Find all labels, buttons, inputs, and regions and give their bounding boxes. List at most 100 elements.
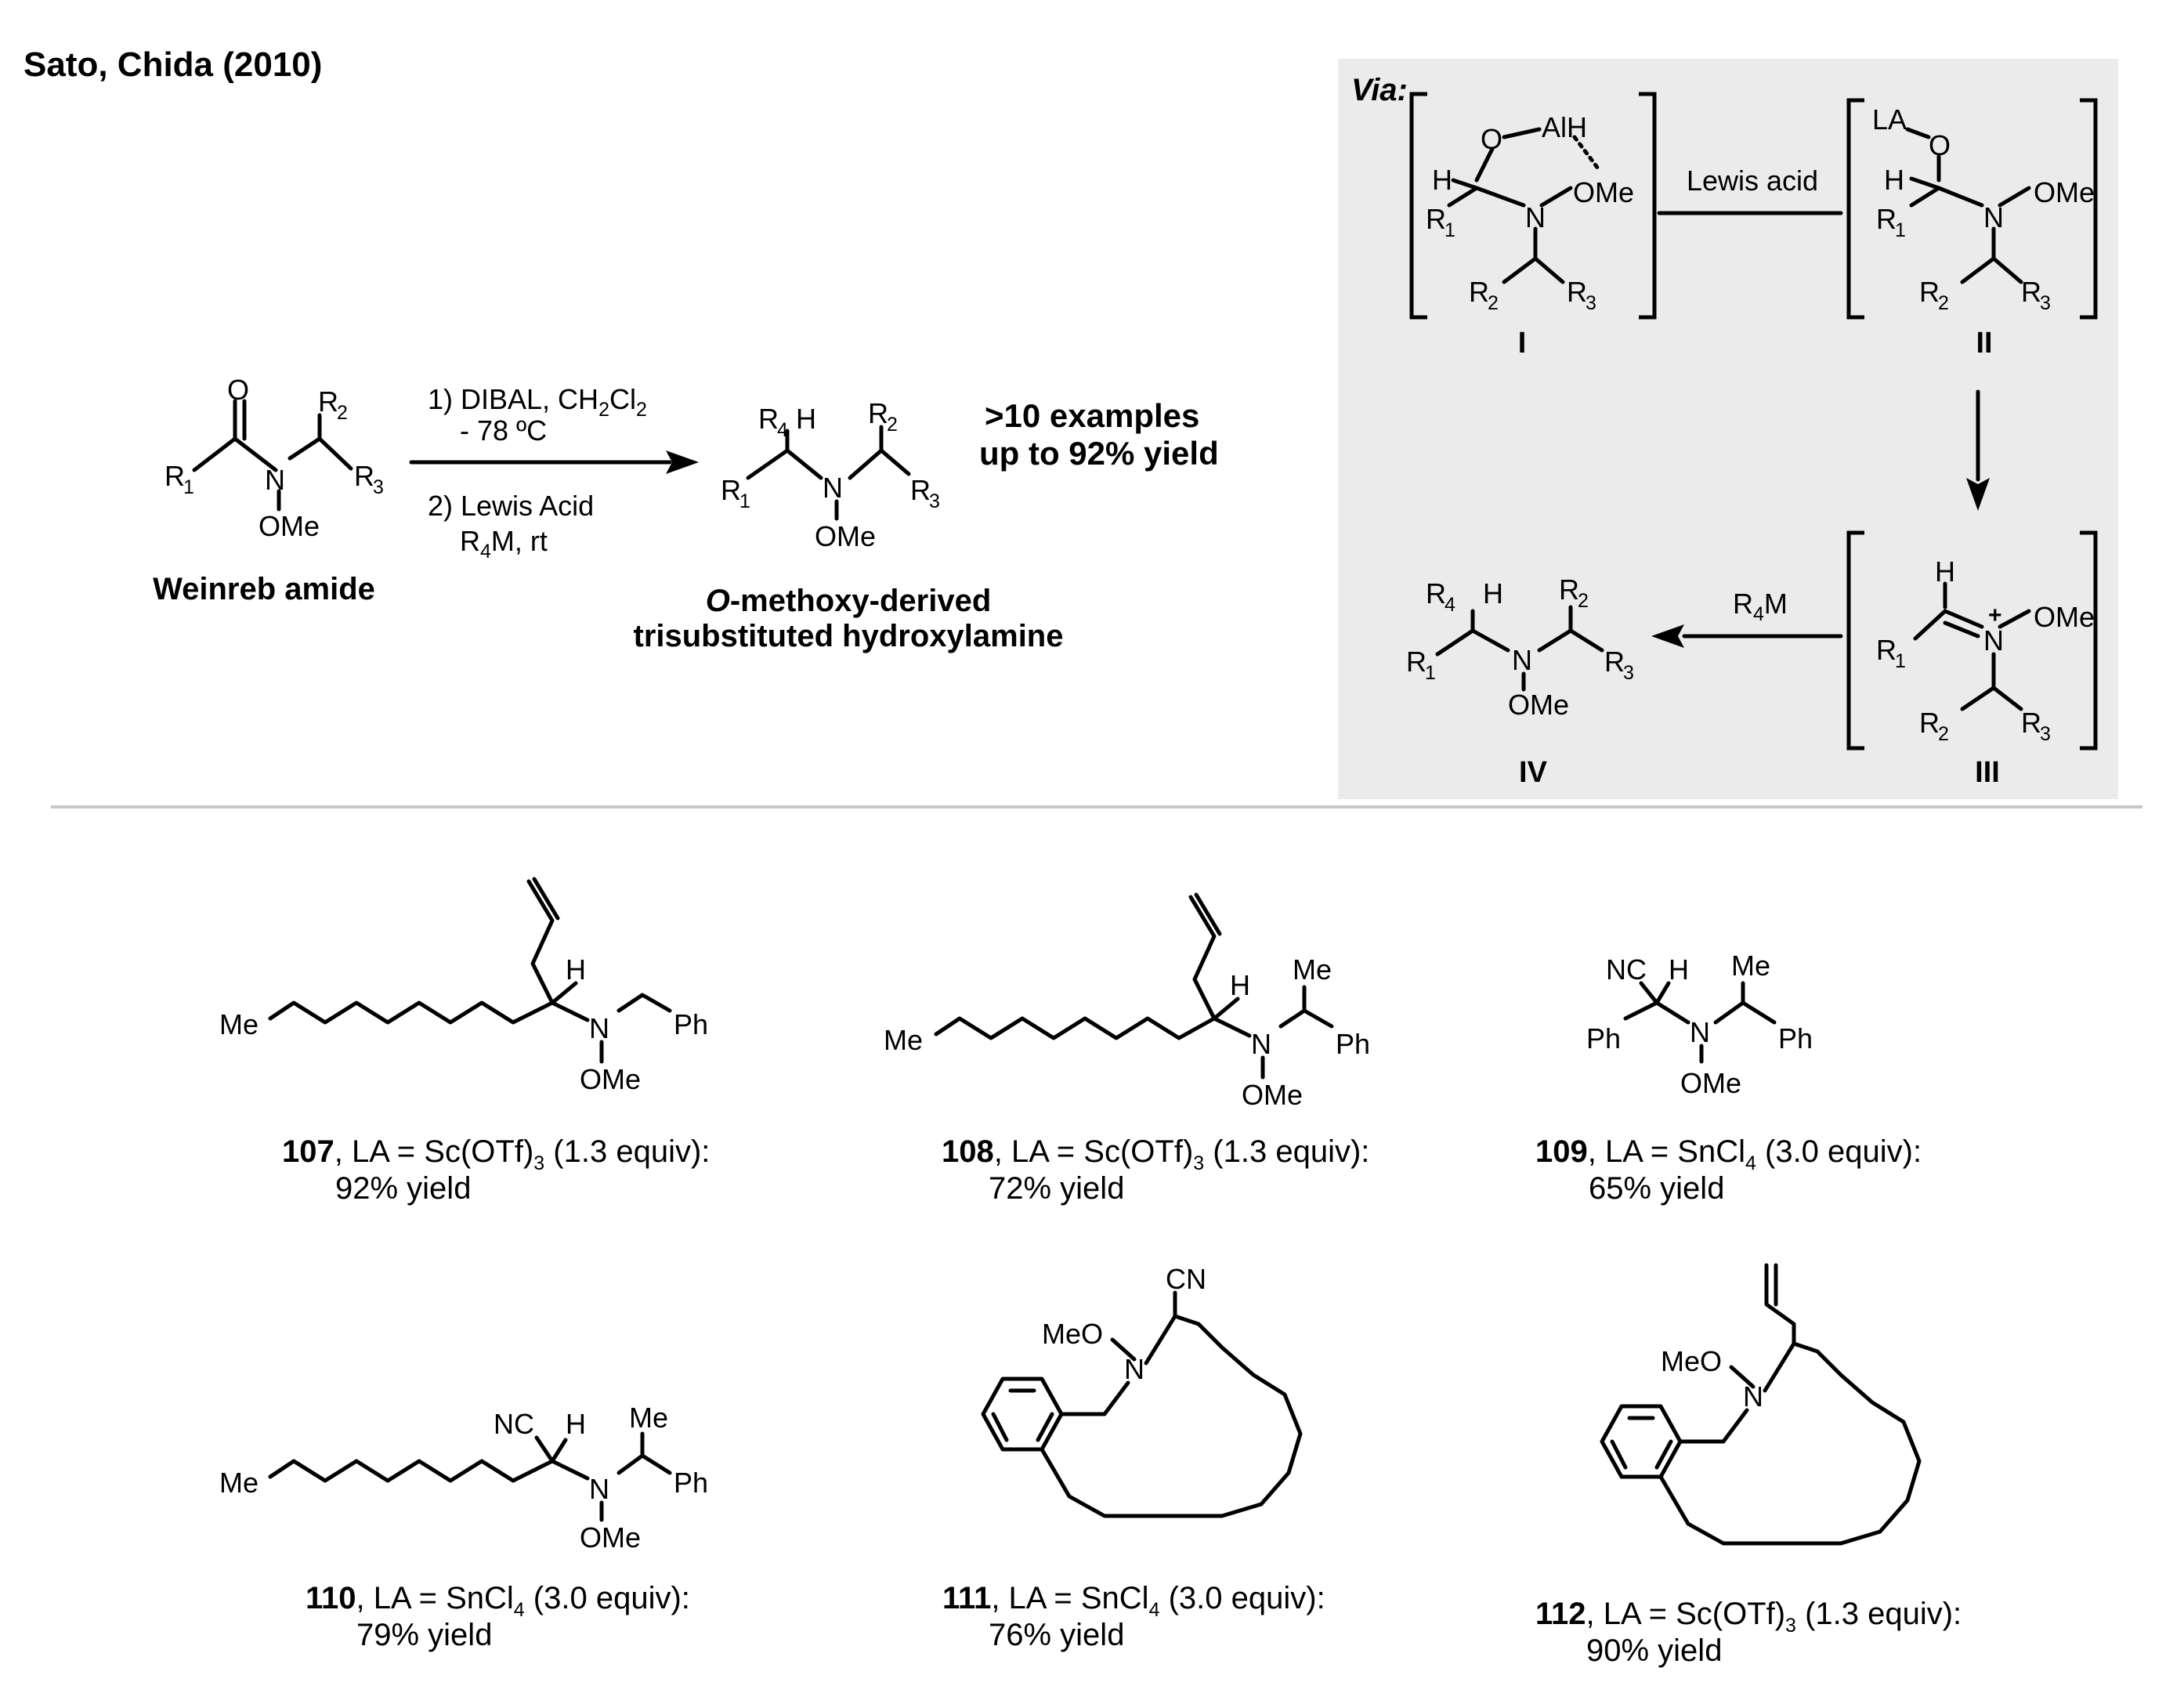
svg-text:H: H <box>1483 577 1503 610</box>
svg-text:R: R <box>165 460 185 492</box>
scheme-title: Sato, Chida (2010) <box>24 45 322 84</box>
intermediate-IV-label: IV <box>1519 756 1548 789</box>
svg-text:Me: Me <box>219 1008 259 1040</box>
svg-text:2: 2 <box>1938 292 1949 314</box>
svg-text:MeO: MeO <box>1661 1345 1722 1377</box>
svg-text:3: 3 <box>929 490 940 512</box>
svg-text:1: 1 <box>1895 650 1906 672</box>
svg-text:2: 2 <box>1578 590 1589 612</box>
svg-text:OMe: OMe <box>2034 601 2095 633</box>
svg-text:Me: Me <box>1731 950 1770 982</box>
via-label: Via: <box>1351 73 1408 107</box>
svg-text:1: 1 <box>1445 219 1455 241</box>
starting-material-label: Weinreb amide <box>153 572 375 606</box>
svg-text:OMe: OMe <box>2034 176 2095 208</box>
intermediate-I: O AlH H OMe R1 N R2 R3 <box>1409 92 1657 320</box>
svg-text:Me: Me <box>1293 953 1332 986</box>
svg-text:1: 1 <box>1895 219 1906 241</box>
svg-text:R: R <box>1919 276 1940 308</box>
svg-text:R: R <box>2021 707 2041 739</box>
svg-text:OMe: OMe <box>259 510 320 542</box>
svg-text:N: N <box>1124 1353 1144 1385</box>
svg-text:4: 4 <box>777 419 788 441</box>
compound-108-yield: 72% yield <box>989 1171 1124 1206</box>
svg-text:4: 4 <box>1445 594 1455 616</box>
svg-text:+: + <box>1988 602 2002 628</box>
svg-text:LA: LA <box>1872 103 1907 136</box>
svg-text:R: R <box>868 397 888 429</box>
scope-line1: >10 examples <box>985 397 1199 434</box>
svg-text:OMe: OMe <box>815 520 876 552</box>
compound-111-caption: 111, LA = SnCl4 (3.0 equiv): <box>942 1581 1325 1621</box>
compound-112-structure: MeO N <box>1600 1263 1922 1546</box>
svg-text:NC: NC <box>494 1408 534 1440</box>
svg-text:2: 2 <box>1938 723 1949 745</box>
svg-text:H: H <box>796 403 816 435</box>
svg-text:N: N <box>1251 1028 1271 1060</box>
r4m-label: R4M <box>1733 588 1788 625</box>
down-arrow <box>1966 389 1990 511</box>
svg-text:1: 1 <box>739 490 750 512</box>
svg-text:Me: Me <box>219 1467 259 1499</box>
svg-text:OMe: OMe <box>580 1063 641 1095</box>
intermediate-III-label: III <box>1975 756 2000 789</box>
svg-text:N: N <box>589 1012 609 1044</box>
svg-text:O: O <box>1481 123 1502 155</box>
compound-111-structure: MeO N CN <box>981 1263 1303 1518</box>
product-label-line2: trisubstituted hydroxylamine <box>634 619 1064 653</box>
svg-text:3: 3 <box>1586 292 1596 314</box>
svg-text:R: R <box>1919 707 1940 739</box>
scope-line2: up to 92% yield <box>979 435 1219 472</box>
svg-text:R: R <box>758 403 779 435</box>
svg-text:1: 1 <box>1425 662 1436 684</box>
svg-text:MeO: MeO <box>1042 1318 1103 1350</box>
intermediate-II: LA O H OMe R1 N R2 R3 <box>1846 98 2098 320</box>
svg-text:H: H <box>1884 164 1904 196</box>
compound-107-yield: 92% yield <box>335 1171 471 1206</box>
svg-text:N: N <box>1983 201 2004 233</box>
svg-text:3: 3 <box>1623 662 1634 684</box>
compound-112-yield: 90% yield <box>1586 1633 1722 1668</box>
compound-107-caption: 107, LA = Sc(OTf)3 (1.3 equiv): <box>282 1134 710 1174</box>
svg-text:R: R <box>1559 573 1579 606</box>
svg-text:2: 2 <box>337 402 348 424</box>
svg-text:Ph: Ph <box>674 1008 708 1040</box>
svg-text:AlH: AlH <box>1542 111 1587 143</box>
mechanism-panel <box>1338 59 2118 799</box>
product-structure: R4 H R2 R1 N R3 OMe <box>721 397 940 552</box>
compound-108-structure: Me H Me N Ph OMe <box>884 892 1370 1111</box>
svg-text:OMe: OMe <box>1242 1079 1303 1111</box>
svg-text:H: H <box>1669 953 1689 986</box>
condition-step1-line2: - 78 ºC <box>460 414 547 447</box>
svg-text:R: R <box>1426 203 1446 235</box>
svg-text:N: N <box>1512 644 1532 676</box>
svg-text:3: 3 <box>373 476 384 498</box>
left-arrow <box>1651 624 1843 648</box>
svg-text:OMe: OMe <box>1573 176 1634 208</box>
svg-text:R: R <box>2021 276 2041 308</box>
svg-text:R: R <box>1406 646 1426 678</box>
compound-107-structure: Me H N Ph OMe <box>219 877 708 1095</box>
svg-text:Me: Me <box>629 1402 668 1434</box>
compound-109-yield: 65% yield <box>1589 1171 1724 1206</box>
svg-text:2: 2 <box>887 414 898 436</box>
compound-111-yield: 76% yield <box>989 1618 1124 1652</box>
svg-text:OMe: OMe <box>1680 1067 1741 1099</box>
product-label-line1: O-methoxy-derived <box>706 584 992 618</box>
condition-step2-line2: R4M, rt <box>460 525 548 563</box>
svg-text:R: R <box>1469 276 1489 308</box>
svg-text:N: N <box>1983 624 2004 657</box>
svg-text:N: N <box>265 464 285 496</box>
svg-text:Ph: Ph <box>674 1467 708 1499</box>
svg-text:R: R <box>910 474 931 506</box>
svg-text:N: N <box>1690 1016 1710 1048</box>
condition-step1-line1: 1) DIBAL, CH2Cl2 <box>428 383 647 421</box>
svg-text:R: R <box>1567 276 1587 308</box>
svg-text:Ph: Ph <box>1586 1022 1621 1055</box>
svg-text:N: N <box>823 472 843 504</box>
svg-text:Me: Me <box>884 1024 923 1056</box>
svg-text:R: R <box>1426 577 1446 610</box>
svg-text:NC: NC <box>1606 953 1647 986</box>
svg-text:OMe: OMe <box>580 1521 641 1554</box>
svg-text:N: N <box>1525 201 1546 233</box>
